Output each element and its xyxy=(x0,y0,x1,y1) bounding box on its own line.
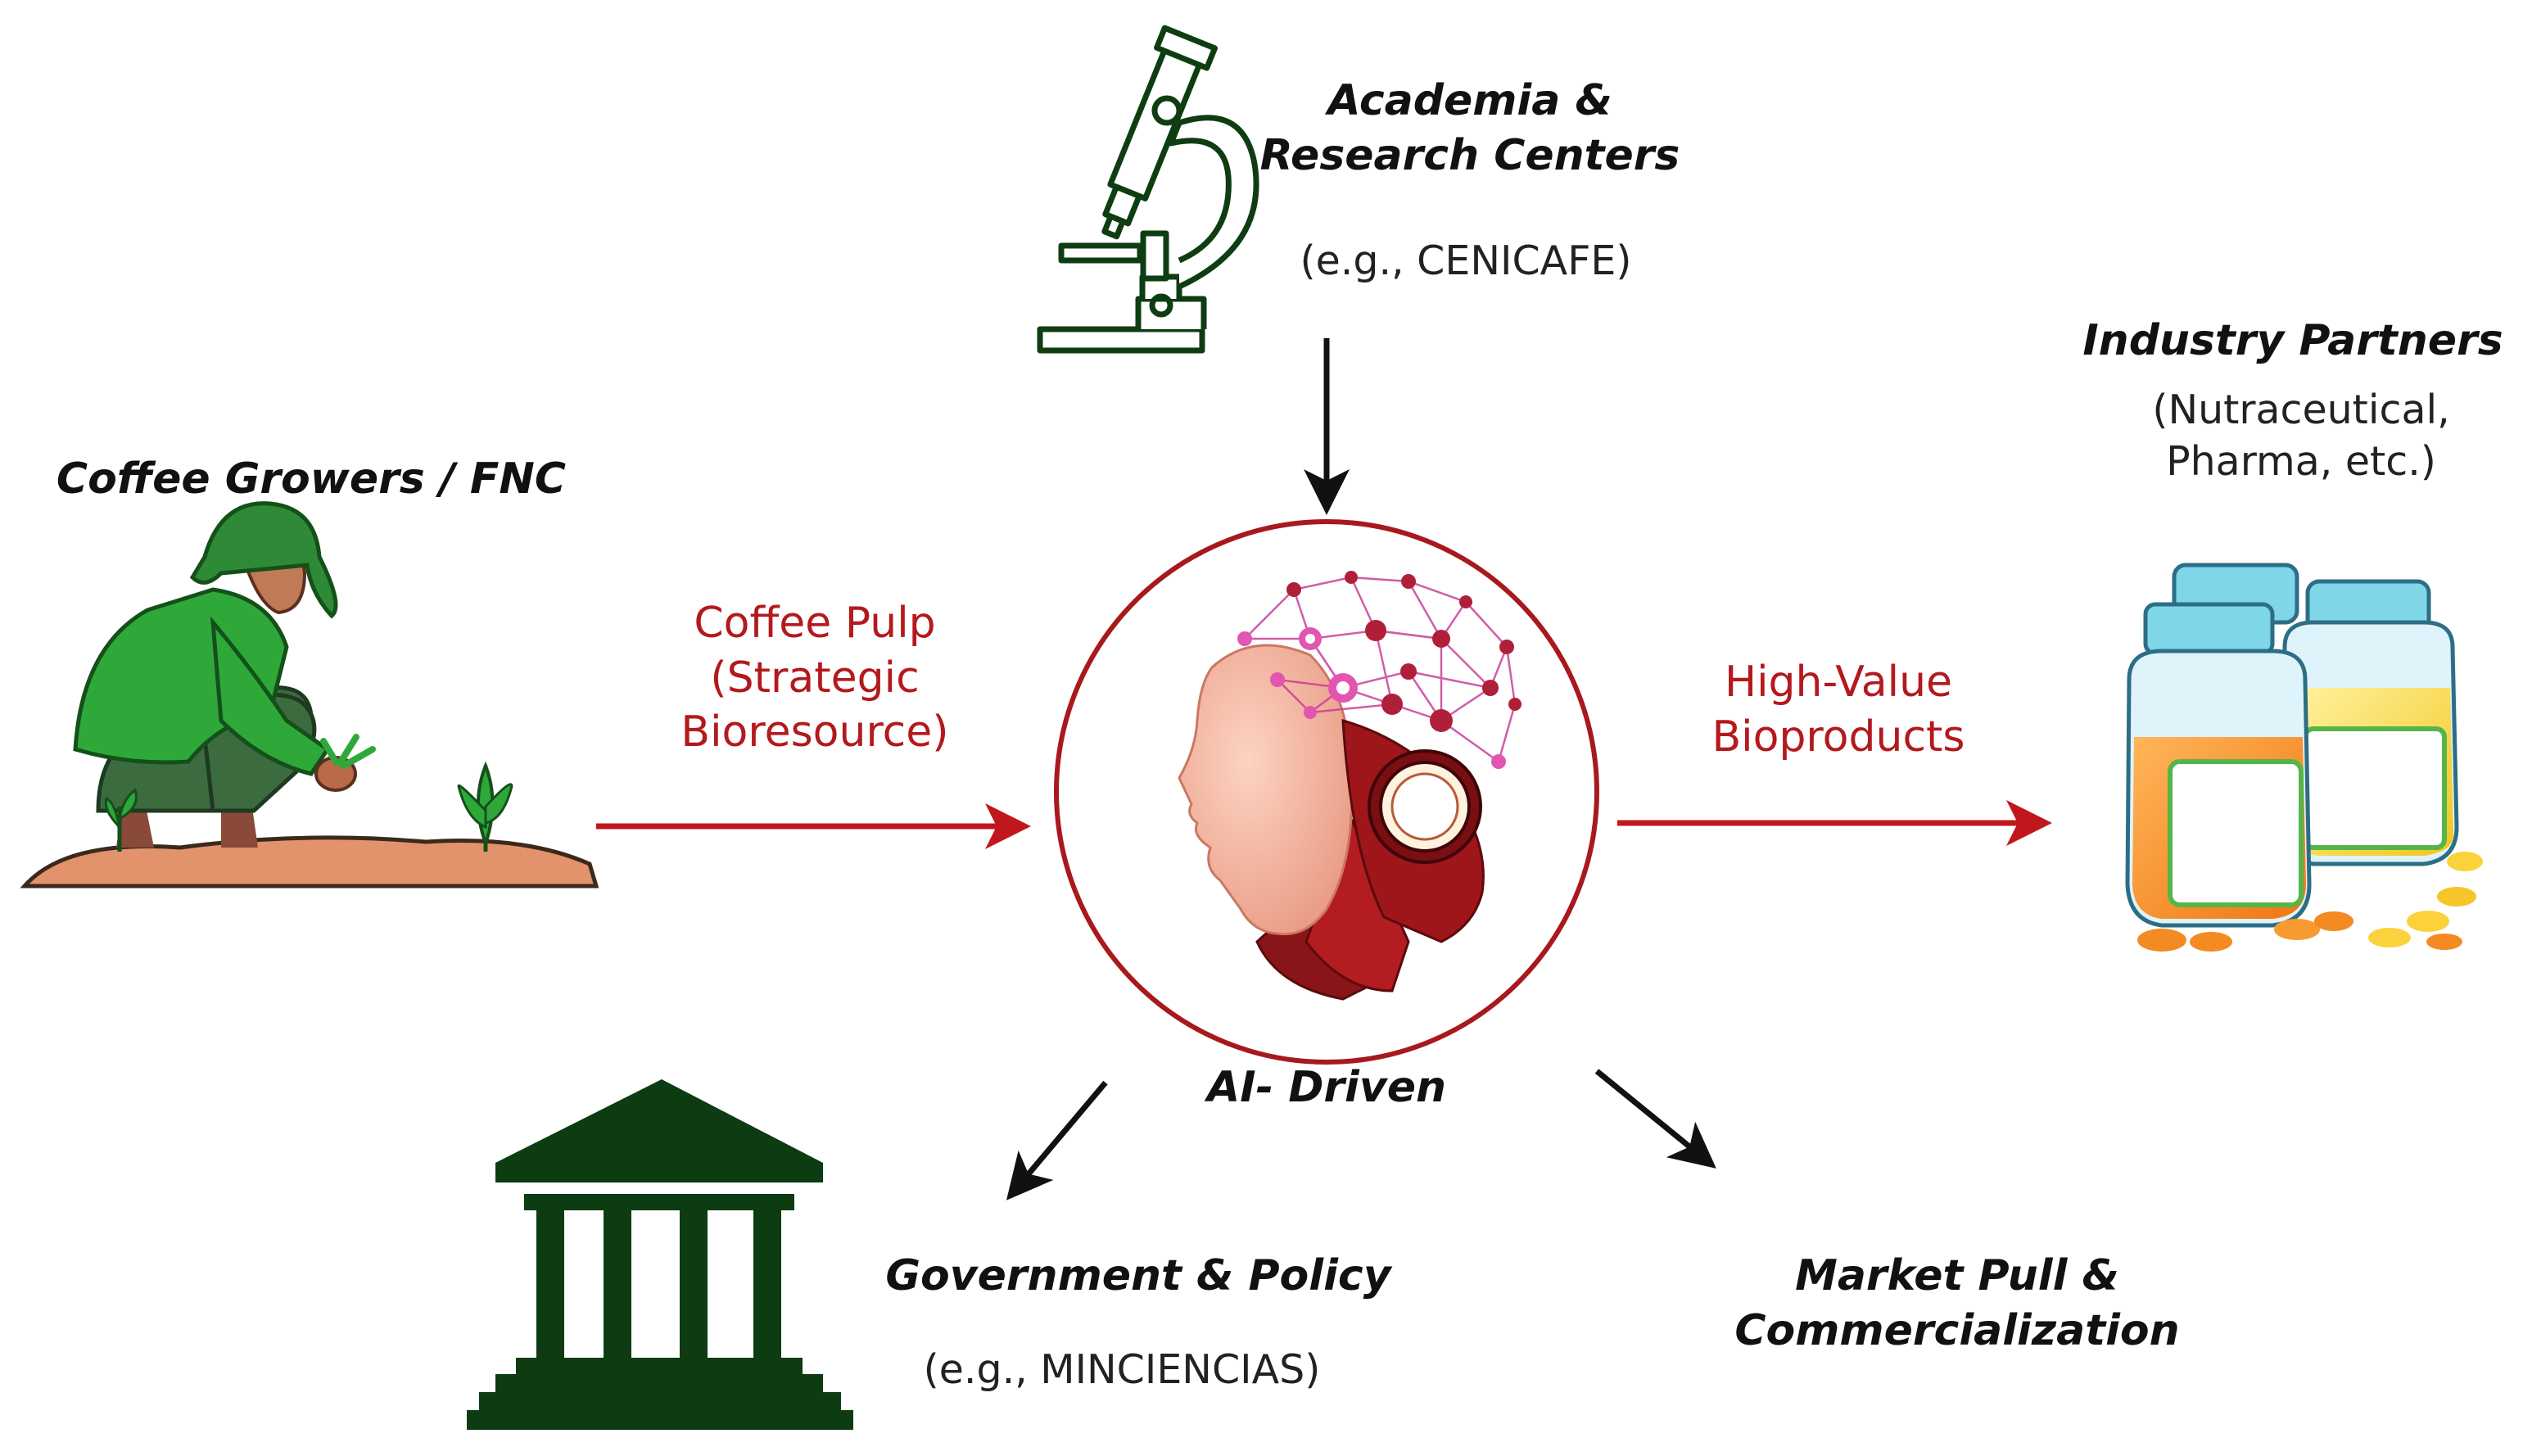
ai-head-icon xyxy=(1054,519,1599,1065)
arrow-ai-to-market xyxy=(1594,1069,1716,1169)
government-example: (e.g., MINCIENCIAS) xyxy=(923,1346,1321,1393)
academia-example: (e.g., CENICAFE) xyxy=(1300,237,1632,284)
microscope-icon xyxy=(1037,25,1259,354)
academia-title: Academia & Research Centers xyxy=(1259,76,1680,180)
market-title: Market Pull & Commercialization xyxy=(1734,1251,2180,1355)
flow-right-label: High-Value Bioproducts xyxy=(1711,658,1965,762)
pill-bottles-icon xyxy=(2125,563,2483,952)
center-label: AI- Driven xyxy=(1206,1063,1447,1112)
growers-title: Coffee Growers / FNC xyxy=(56,454,567,504)
government-building-icon xyxy=(467,1079,853,1430)
flow-left-label: Coffee Pulp (Strategic Bioresource) xyxy=(680,599,949,757)
industry-title: Industry Partners xyxy=(2082,316,2503,365)
farmer-icon xyxy=(20,501,599,889)
industry-subtitle: (Nutraceutical, Pharma, etc.) xyxy=(2152,387,2450,485)
government-title: Government & Policy xyxy=(885,1251,1391,1300)
arrow-ai-to-government xyxy=(1006,1080,1108,1201)
